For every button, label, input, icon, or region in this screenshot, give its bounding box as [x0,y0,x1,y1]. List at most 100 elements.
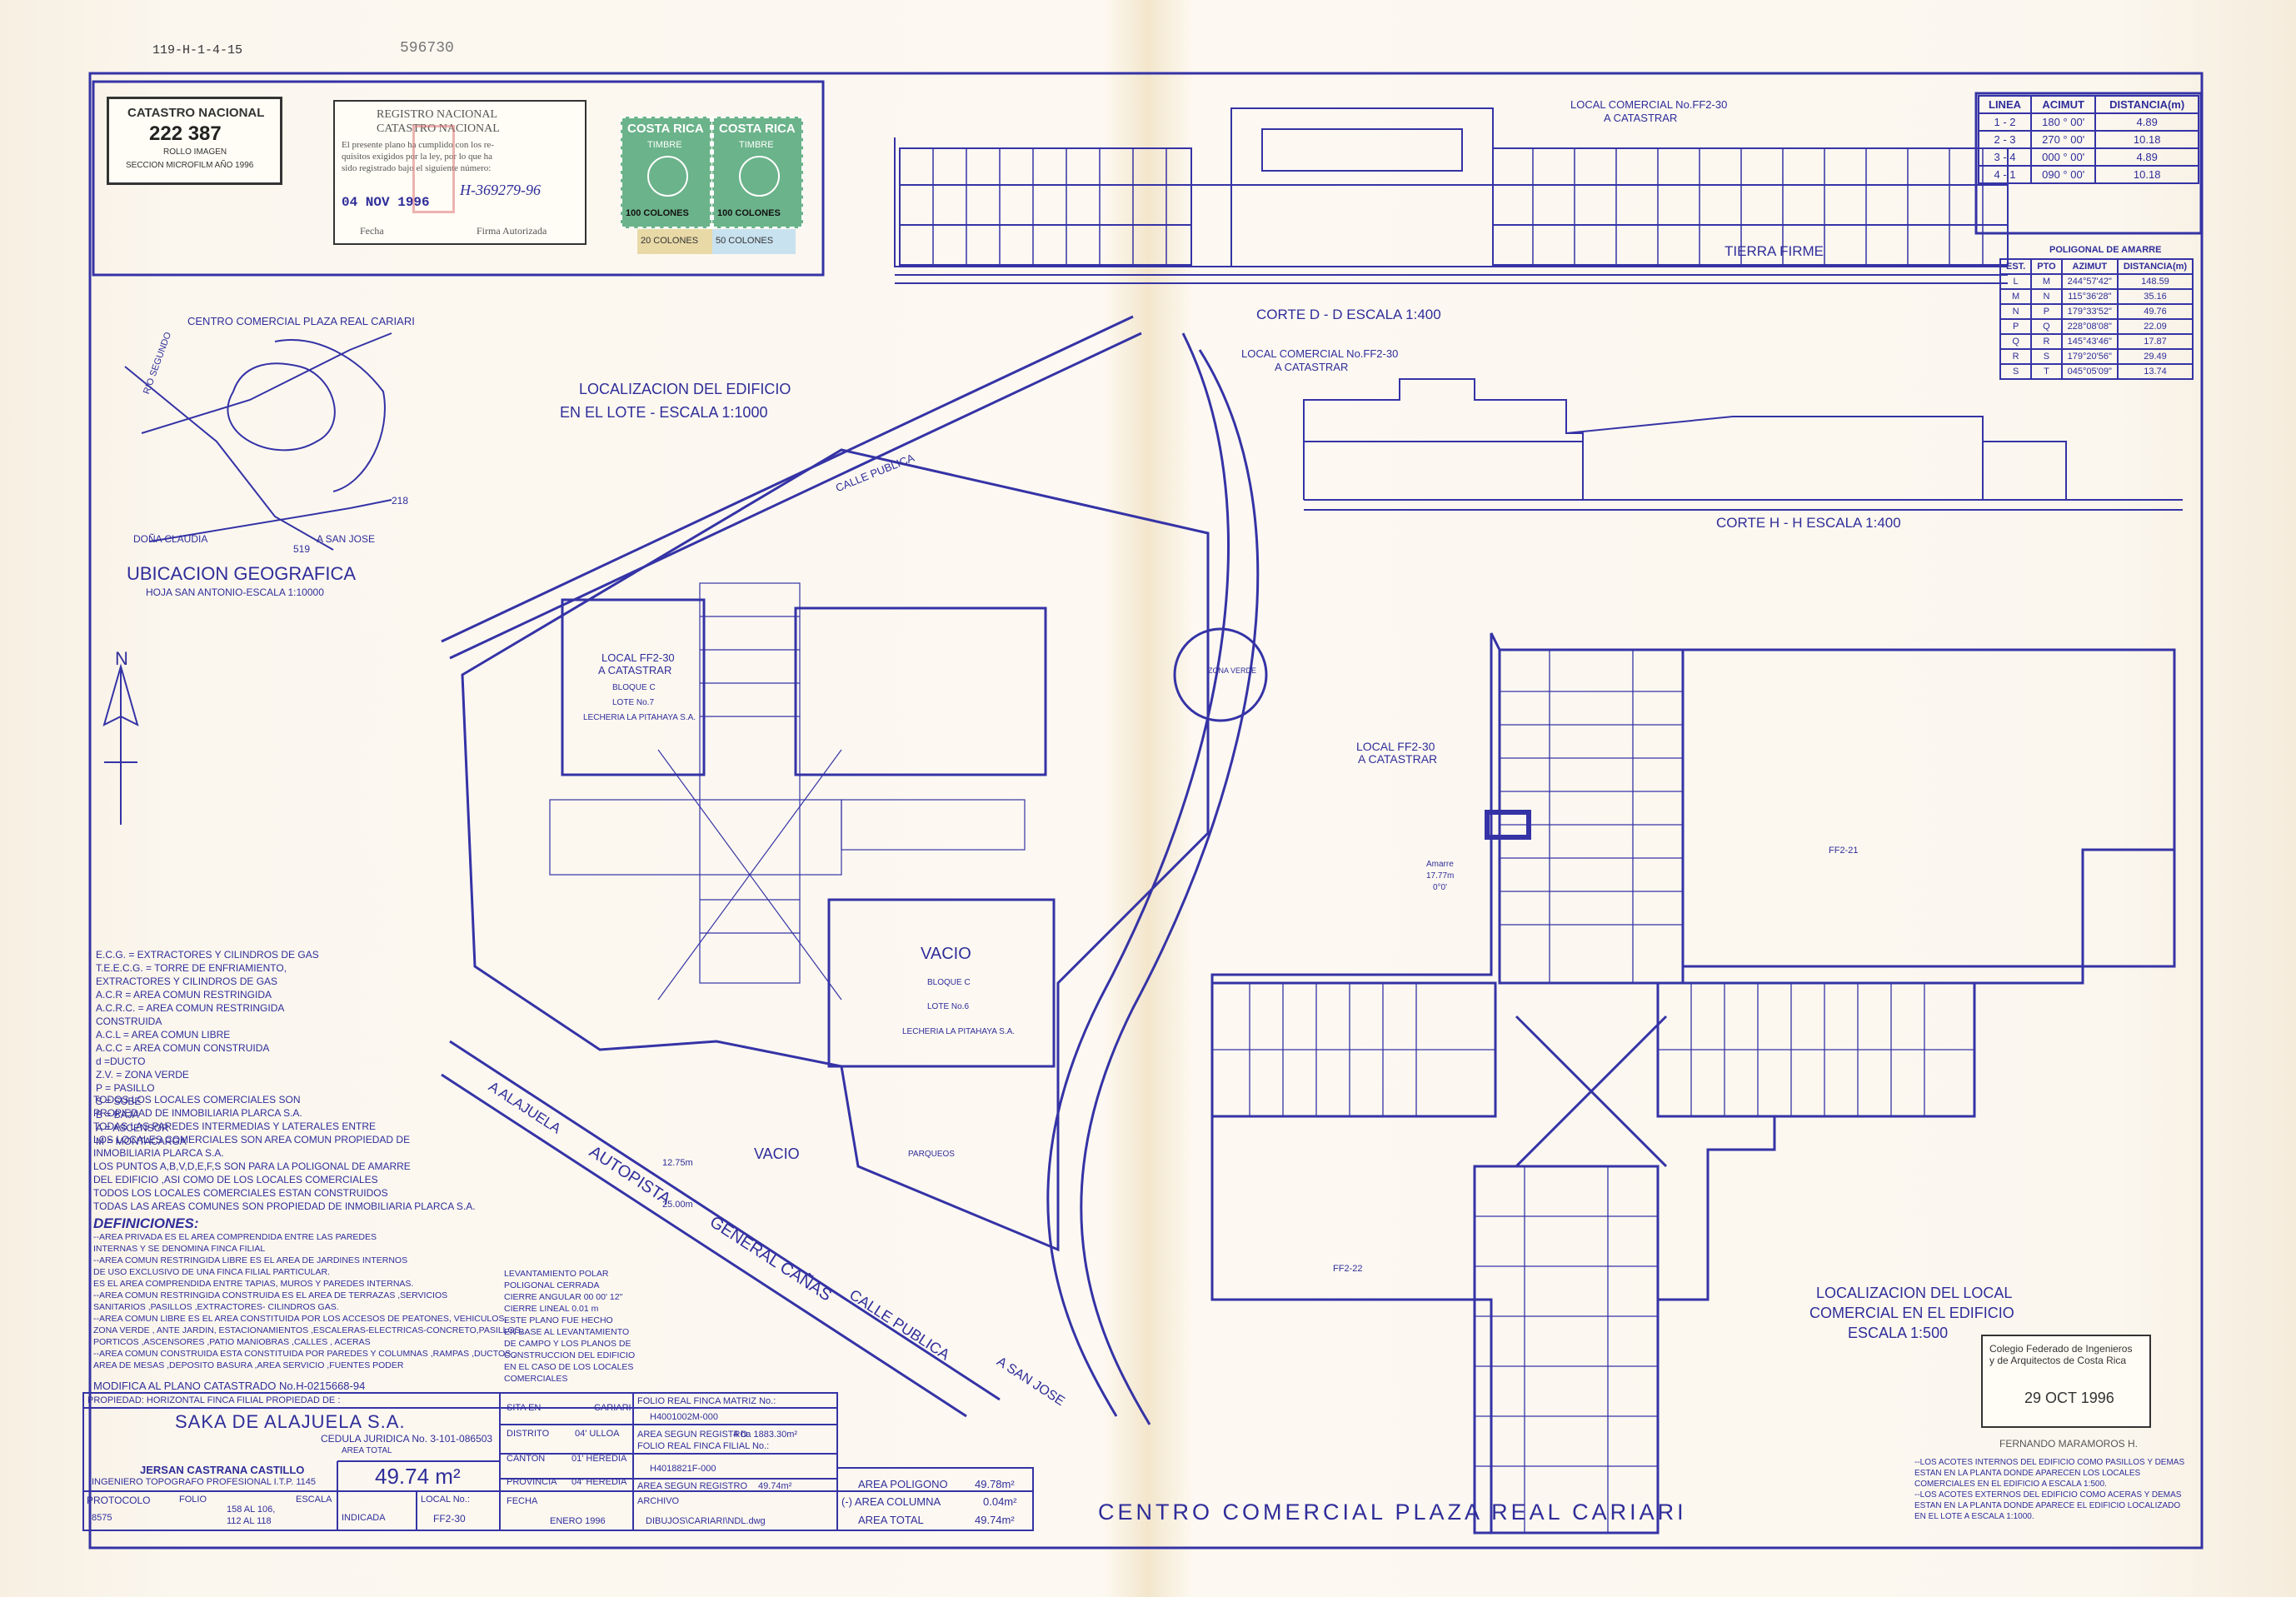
abbreviation-item: P = PASILLO [96,1082,155,1094]
site-catastrar: A CATASTRAR [598,664,672,676]
poligonal-cell: P [2030,303,2063,320]
poligonal-cell: 49.76 [2116,303,2194,320]
sita-value: CARIARI [594,1403,631,1413]
corte-hh-catastrar: A CATASTRAR [1275,361,1349,373]
lineas-cell: 3 - 4 [1978,147,2032,167]
catastro-title: CATASTRO NACIONAL [127,106,265,120]
amarre-angle: 0°0' [1433,883,1448,892]
colegio-line2: y de Arquitectos de Costa Rica [1989,1355,2127,1366]
abbreviation-item: A.C.R = AREA COMUN RESTRINGIDA [96,989,272,1001]
abbreviation-item: M = MONTACARGA [96,1135,187,1147]
protocolo-label: PROTOCOLO [87,1495,151,1506]
area-registro-value: 4 ha 1883.30m² [733,1430,798,1440]
loc-edificio-line1: LOCALIZACION DEL EDIFICIO [579,381,791,397]
poligonal-cell: 228°08'08" [2060,318,2119,335]
fecha-value: ENERO 1996 [550,1516,606,1526]
poligonal-cell: 22.09 [2116,318,2194,335]
area-total2-value: 49.74m² [975,1514,1015,1526]
registry-box [92,80,825,277]
definition-item: INTERNAS Y SE DENOMINA FINCA FILIAL [93,1244,266,1254]
definition-item: ES EL AREA COMPRENDIDA ENTRE TAPIAS, MUR… [93,1279,414,1289]
site-bloque-c7: BLOQUE C [612,683,656,692]
folio-value-1: 158 AL 106, [227,1505,276,1515]
registro-fecha-label: Fecha [360,225,384,237]
poligonal-cell: N [2030,288,2063,305]
lineas-cell: 4 - 1 [1978,165,2032,184]
levantamiento-item: POLIGONAL CERRADA [504,1280,600,1290]
registro-stamp: REGISTRO NACIONAL CATASTRO NACIONAL El p… [333,100,586,245]
poligonal-cell: N [1999,303,2033,320]
registro-date: 04 NOV 1996 [342,195,430,210]
folio-label: FOLIO [179,1495,207,1505]
floor-ff2-21: FF2-21 [1829,846,1859,856]
engineer-title: INGENIERO TOPOGRAFO PROFESIONAL I.T.P. 1… [92,1477,316,1487]
site-lecheria6: LECHERIA LA PITAHAYA S.A. [902,1027,1016,1036]
acote-item: --LOS ACOTES INTERNOS DEL EDIFICIO COMO … [1914,1458,2185,1467]
provincia-label: PROVINCIA [507,1477,557,1487]
site-vacio: VACIO [921,945,971,963]
definiciones-list: --AREA PRIVADA ES EL AREA COMPRENDIDA EN… [93,1231,523,1371]
levantamiento-item: CIERRE ANGULAR 00 00' 12" [504,1292,623,1302]
canton-label: CANTON [507,1454,546,1464]
timbre-stamp-4: 50 COLONES [712,229,796,254]
abbreviation-item: A.C.L = AREA COMUN LIBRE [96,1029,231,1041]
escala-value: INDICADA [342,1513,386,1523]
frame-border [88,72,2204,1550]
definition-item: --AREA COMUN CONSTRUIDA ESTA CONSTITUIDA… [93,1349,516,1359]
note-item: TODAS LAS PAREDES INTERMEDIAS Y LATERALE… [93,1120,376,1132]
poligonal-cell: R [2030,333,2063,350]
lineas-cell: 270 ° 00' [2029,130,2097,149]
floor-local-label: LOCAL FF2-30 [1356,740,1435,753]
poligonal-cell: 17.87 [2116,333,2194,350]
abbreviation-item: A = ASCENSOR [96,1122,169,1134]
distrito-value: 04' ULLOA [575,1429,620,1439]
site-parqueos: PARQUEOS [908,1150,955,1159]
area-total2-label: AREA TOTAL [858,1514,924,1526]
note-item: PROPIEDAD DE INMOBILIARIA PLARCA S.A. [93,1107,302,1119]
lineas-cell: 180 ° 00' [2029,112,2097,132]
note-item: TODOS LOS LOCALES COMERCIALES ESTAN CONS… [93,1187,388,1199]
area-registro-label: AREA SEGUN REGISTRO [637,1430,748,1440]
amarre-label: Amarre [1426,860,1454,869]
stamp3-value: 20 COLONES [641,236,699,246]
poligonal-header: PTO [2030,258,2063,275]
escala-label: ESCALA [296,1495,332,1505]
corte-hh-local-label: LOCAL COMERCIAL No.FF2-30 [1241,347,1399,360]
poligonal-cell: 045°05'09" [2060,363,2119,380]
note-item: LOS PUNTOS A,B,V,D,E,F,S SON PARA LA POL… [93,1160,411,1172]
folio-filial-value: H4018821F-000 [650,1464,716,1474]
prop-label: PROPIEDAD: HORIZONTAL FINCA FILIAL PROPI… [87,1395,341,1405]
poligonal-cell: 244°57'42" [2060,273,2119,290]
site-lote7: LOTE No.7 [612,698,655,707]
dim-25-00: 25.00m [662,1200,693,1210]
corte-dd-title: CORTE D - D ESCALA 1:400 [1256,307,1441,322]
local-no-label: LOCAL No.: [421,1495,470,1505]
floor-catastrar: A CATASTRAR [1358,752,1438,766]
definition-item: --AREA PRIVADA ES EL AREA COMPRENDIDA EN… [93,1232,377,1242]
catastro-number: 222 387 [149,122,222,145]
abbreviation-item: Z.V. = ZONA VERDE [96,1069,189,1080]
poligonal-cell: 179°33'52" [2060,303,2119,320]
area-poligono-label: AREA POLIGONO [858,1478,948,1490]
lineas-cell: 4.89 [2094,147,2199,167]
poligonal-header: DISTANCIA(m) [2116,258,2194,275]
poligonal-cell: M [1999,288,2033,305]
levantamiento-item: DE CAMPO Y LOS PLANOS DE [504,1339,631,1349]
acote-item: EN EL LOTE A ESCALA 1:1000. [1914,1512,2034,1521]
ubicacion-subtitle: HOJA SAN ANTONIO-ESCALA 1:10000 [146,586,324,598]
red-stamp-mark [412,125,455,213]
poligonal-cell: P [1999,318,2033,335]
ubicacion-place: CENTRO COMERCIAL PLAZA REAL CARIARI [187,315,415,327]
distrito-label: DISTRITO [507,1429,550,1439]
poligonal-cell: 13.74 [2116,363,2194,380]
registro-body1: El presente plano ha cumplido con los re… [342,140,494,150]
abbreviation-item: S = SUBE [96,1095,142,1107]
archivo-label: ARCHIVO [637,1496,680,1506]
provincia-value: 04' HEREDIA [572,1477,627,1487]
acote-item: ESTAN EN LA PLANTA DONDE APARECE EL EDIF… [1914,1501,2181,1510]
